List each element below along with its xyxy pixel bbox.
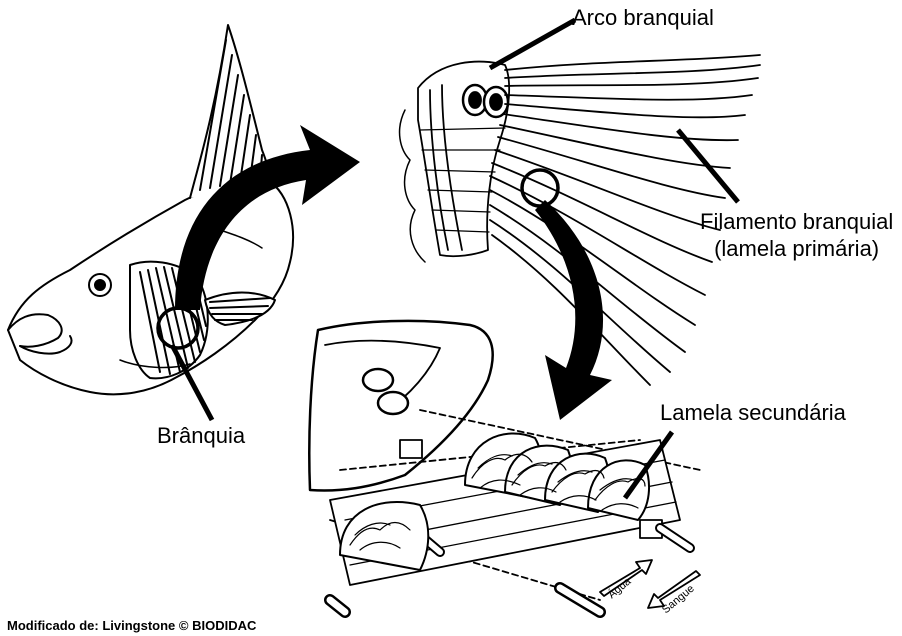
label-gill-arch: Arco branquial: [572, 5, 714, 31]
fish-illustration: [8, 25, 293, 394]
label-gill-filament: Filamento branquial (lamela primária): [700, 208, 893, 262]
label-secondary-lamella: Lamela secundária: [660, 400, 846, 426]
label-gill-filament-line2: (lamela primária): [700, 235, 893, 262]
label-gill: Brânquia: [157, 423, 245, 449]
credit-text: Modificado de: Livingstone © BIODIDAC: [7, 618, 256, 633]
label-gill-filament-line1: Filamento branquial: [700, 208, 893, 235]
zoom-arrow: [535, 200, 612, 420]
lamellae-illustration: [309, 321, 700, 612]
arch-pointer: [490, 20, 575, 68]
